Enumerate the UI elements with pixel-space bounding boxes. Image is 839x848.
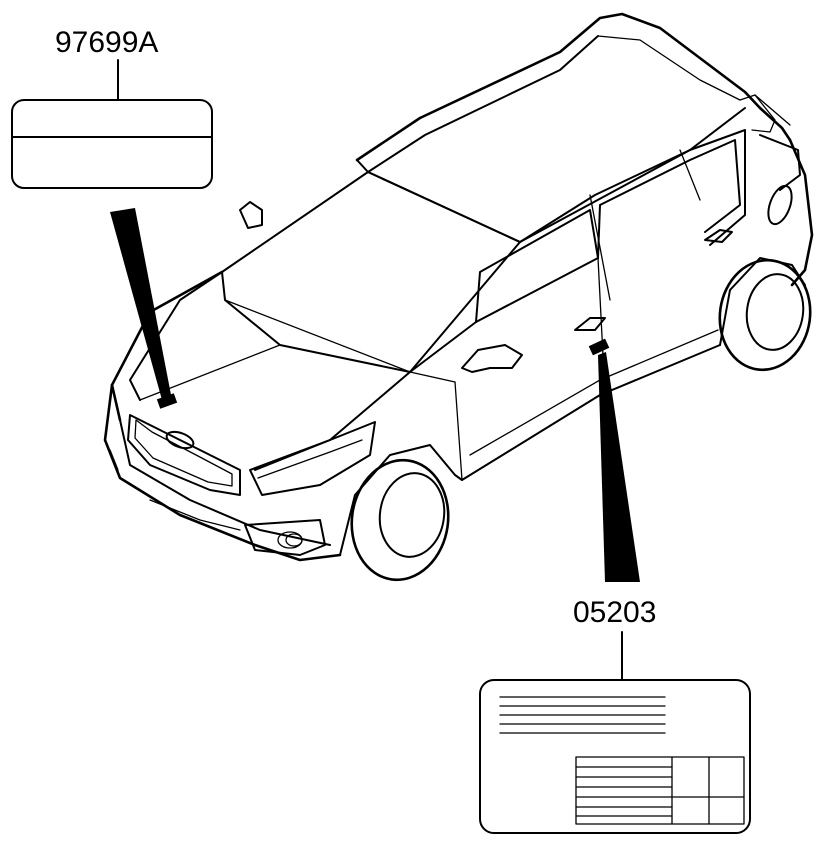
car-illustration xyxy=(103,12,814,582)
door-label-marker xyxy=(588,338,610,356)
hood-label-callout: 97699A xyxy=(11,26,213,189)
door-label-table xyxy=(575,756,745,825)
hood-label-shape xyxy=(11,99,213,189)
part-number-05203: 05203 xyxy=(573,596,656,629)
part-number-97699a: 97699A xyxy=(55,26,158,59)
hood-leader xyxy=(110,208,172,400)
door-label-callout: 05203 xyxy=(479,596,751,834)
hood-label-marker xyxy=(156,393,178,409)
door-label-text-lines xyxy=(499,696,666,734)
door-leader xyxy=(598,352,640,582)
